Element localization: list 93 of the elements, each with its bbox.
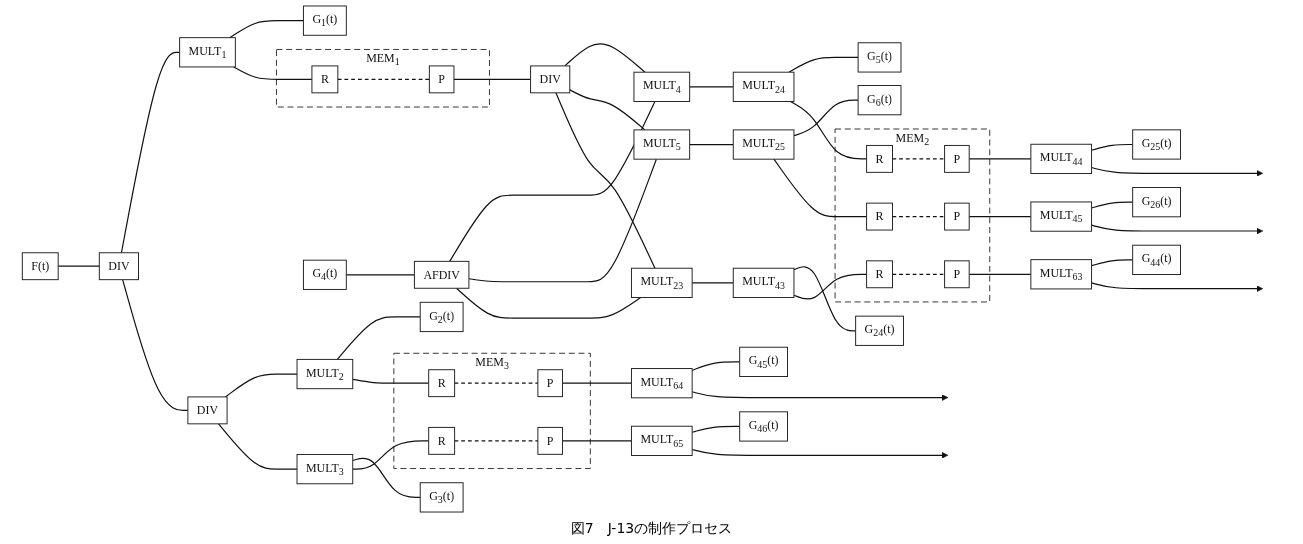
process-box: R	[866, 260, 893, 289]
process-box: MULT$_{24}$	[732, 71, 795, 102]
connector-line	[224, 373, 298, 398]
connector-line	[561, 440, 633, 442]
process-box: MULT$_{63}$	[1030, 259, 1093, 290]
process-box: G$_{24}$(t)	[855, 315, 904, 346]
connector-line	[57, 265, 100, 267]
process-box: MULT$_{1}$	[179, 37, 236, 68]
connector-line	[968, 216, 1032, 218]
connector-line	[468, 158, 657, 283]
process-box: MULT$_{4}$	[633, 71, 691, 102]
connector-line	[891, 273, 946, 275]
process-box: P	[537, 426, 563, 455]
connector-line	[561, 382, 633, 384]
process-box: R	[428, 369, 456, 398]
process-box: MULT$_{64}$	[630, 368, 693, 399]
process-box: MULT$_{23}$	[630, 267, 693, 298]
connector-line	[1090, 259, 1134, 267]
connector-line	[352, 440, 430, 470]
process-box: G$_{44}$(t)	[1132, 244, 1181, 275]
process-box: G$_{6}$(t)	[857, 85, 902, 116]
process-box: R	[428, 426, 456, 455]
connector-line	[691, 361, 741, 372]
process-box: MULT$_{65}$	[630, 425, 693, 456]
process-box: DIV	[187, 396, 228, 425]
process-box: MULT$_{5}$	[633, 129, 691, 160]
process-box: DIV	[530, 65, 571, 94]
arrow	[1090, 224, 1264, 235]
process-box: G$_{1}$(t)	[302, 5, 347, 36]
connector-line	[229, 20, 305, 39]
process-box: MULT$_{44}$	[1030, 143, 1093, 175]
process-box: DIV	[98, 252, 139, 281]
process-box: MULT$_{43}$	[732, 267, 795, 298]
process-box: P	[944, 260, 970, 289]
process-box: P	[428, 65, 455, 94]
connector-line	[691, 282, 734, 284]
process-box: G$_{25}$(t)	[1132, 129, 1181, 160]
connector-line	[569, 89, 646, 131]
process-box: G$_{26}$(t)	[1132, 187, 1181, 218]
process-box: P	[537, 369, 563, 398]
connector-line	[793, 99, 859, 137]
connector-line	[773, 158, 868, 218]
connector-line	[120, 51, 181, 254]
process-box: G$_{2}$(t)	[419, 301, 464, 333]
process-box: MULT$_{25}$	[732, 129, 795, 160]
connector-line	[336, 316, 421, 360]
process-box: MULT$_{2}$	[296, 358, 354, 390]
process-box: G$_{46}$(t)	[739, 411, 788, 442]
connector-line	[788, 56, 859, 73]
process-box: AFDIV	[413, 260, 470, 289]
process-box: P	[944, 144, 970, 173]
connector-line	[691, 425, 741, 433]
connector-line	[891, 216, 946, 218]
connector-line	[689, 143, 734, 146]
connector-line	[793, 273, 868, 300]
connector-line	[449, 100, 656, 262]
connector-line	[793, 266, 857, 332]
process-box: R	[311, 65, 339, 94]
process-box: R	[866, 202, 893, 231]
connector-line	[122, 279, 189, 411]
connector-line	[453, 78, 532, 80]
figure-caption: 図7 J-13の制作プロセス	[570, 520, 733, 536]
connector-line	[233, 66, 313, 80]
connector-line	[352, 457, 421, 498]
arrow	[1090, 166, 1264, 177]
connector-line	[337, 78, 430, 80]
process-box: R	[866, 144, 893, 173]
connector-line	[891, 158, 946, 160]
connector-line	[1090, 201, 1134, 209]
connector-line	[968, 158, 1032, 160]
connector-line	[454, 382, 539, 384]
connector-line	[555, 92, 656, 269]
process-box: P	[944, 202, 970, 231]
process-box: F(t)	[21, 252, 59, 281]
process-box: G$_{45}$(t)	[739, 346, 788, 377]
connector-line	[345, 274, 415, 276]
connector-line	[789, 100, 868, 160]
arrow	[691, 448, 949, 459]
connector-line	[689, 86, 734, 88]
process-box: G$_{3}$(t)	[419, 482, 464, 513]
arrow	[1090, 282, 1264, 292]
connector-line	[454, 440, 539, 442]
arrow	[691, 391, 949, 401]
process-box: MULT$_{3}$	[296, 454, 354, 485]
connector-line	[352, 378, 430, 384]
process-box: G$_{4}$(t)	[302, 259, 347, 290]
process-box: MULT$_{45}$	[1030, 201, 1093, 232]
process-box: G$_{5}$(t)	[857, 42, 902, 73]
connector-line	[1090, 143, 1134, 151]
connector-line	[564, 43, 646, 73]
connector-line	[217, 423, 298, 470]
connector-line	[968, 273, 1032, 275]
connector-line	[455, 287, 642, 319]
